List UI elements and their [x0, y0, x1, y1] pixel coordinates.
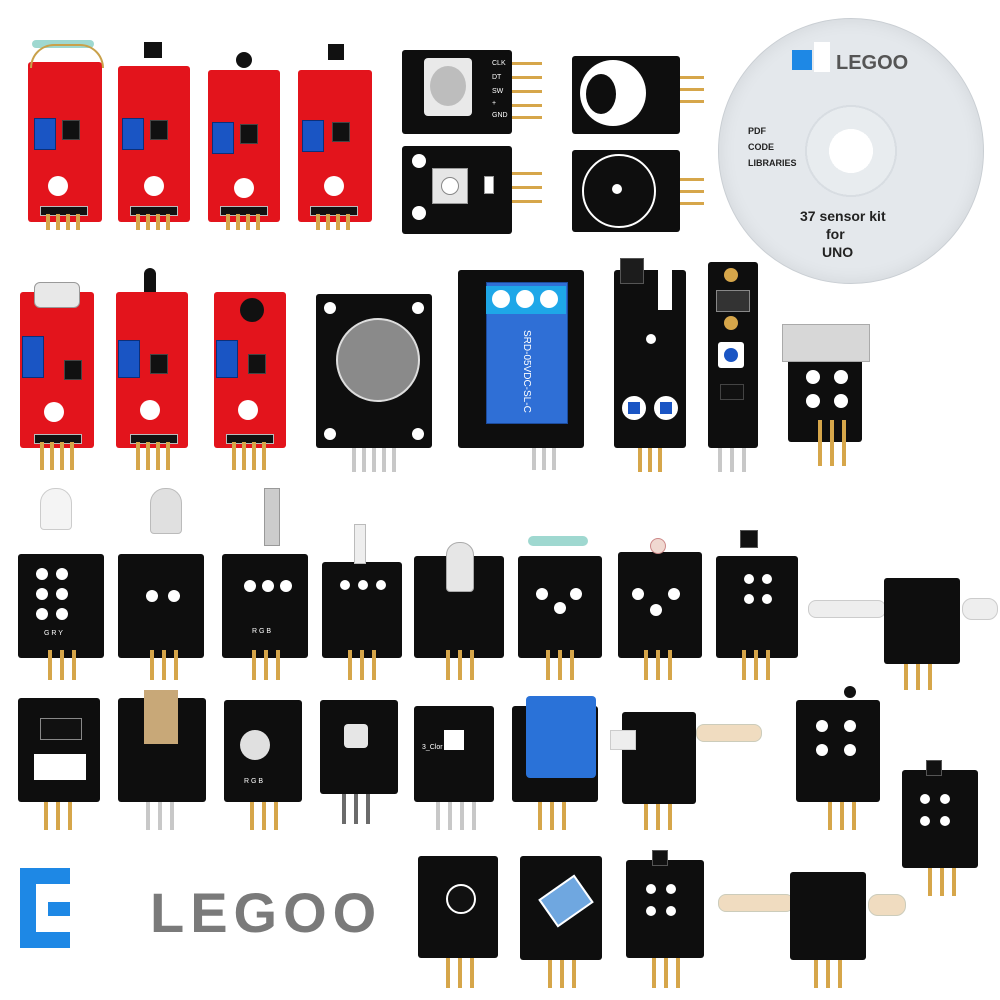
cd-kit-board: UNO — [822, 244, 854, 260]
cd-line: LIBRARIES — [748, 158, 797, 168]
cd-logo-white — [814, 42, 830, 72]
encoder-pin-label: + — [492, 100, 497, 107]
pin-label-rgb: R G B — [252, 628, 272, 635]
cd-kit-for: for — [826, 226, 845, 242]
cd-line: PDF — [748, 126, 766, 136]
software-cd-disc — [718, 18, 984, 284]
cd-kit-title: 37 sensor kit — [800, 208, 886, 224]
three-color-label: 3_Clor — [422, 744, 443, 751]
cd-logo-icon — [792, 50, 812, 70]
footer-logo-icon — [20, 868, 70, 948]
pin-label-gry: G R Y — [44, 630, 63, 637]
encoder-pin-label: DT — [492, 74, 502, 81]
relay-label: SRD-05VDC-SL-C — [521, 330, 532, 413]
cd-line: CODE — [748, 142, 775, 152]
encoder-pin-label: GND — [492, 112, 508, 119]
encoder-pin-label: CLK — [492, 60, 506, 67]
pin-label-rgb: R G B — [244, 778, 264, 785]
encoder-pin-label: SW — [492, 88, 504, 95]
footer-brand: LEGOO — [150, 881, 383, 944]
cd-brand: LEGOO — [836, 52, 909, 74]
